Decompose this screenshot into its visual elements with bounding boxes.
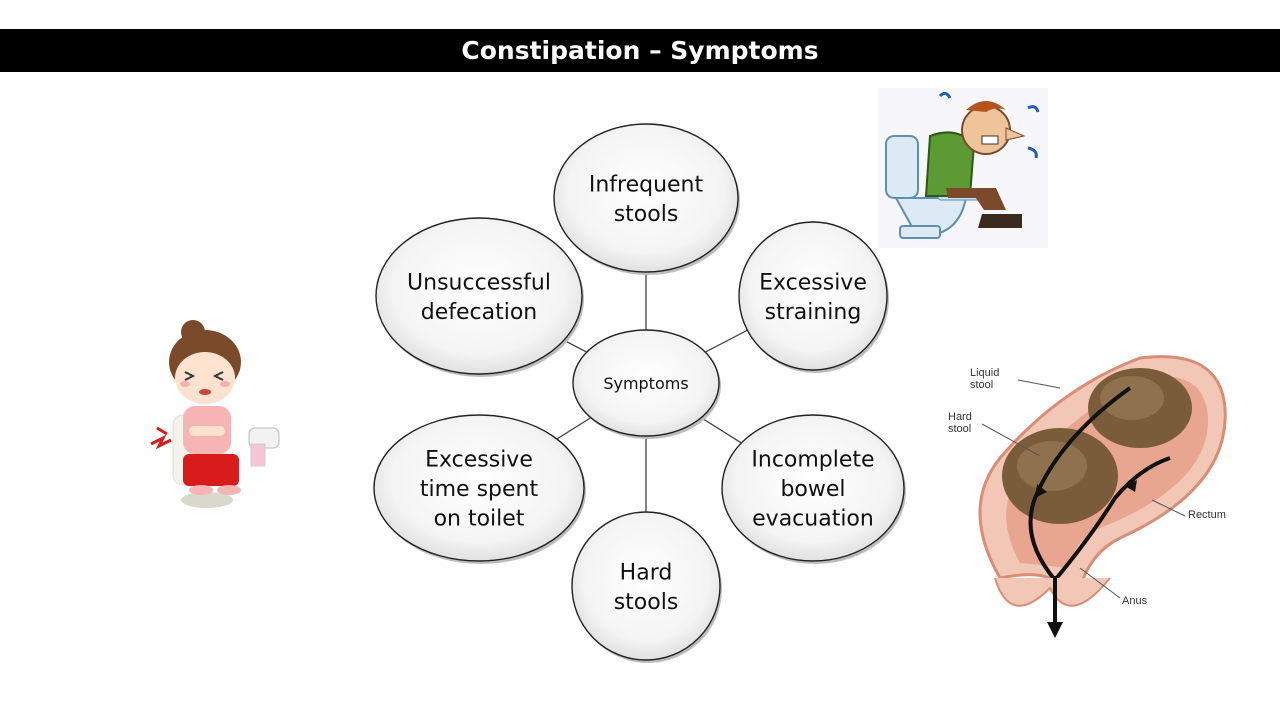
anatomy-label-anus: Anus xyxy=(1122,595,1148,607)
anatomy-label-rectum: Rectum xyxy=(1188,509,1226,521)
page-title: Constipation – Symptoms xyxy=(461,36,819,65)
center-node: Symptoms xyxy=(572,329,721,439)
symptom-node-shape xyxy=(373,414,585,562)
straining-man-illustration xyxy=(878,88,1048,248)
center-node-shape xyxy=(572,329,720,437)
symptom-node-shape xyxy=(375,217,583,375)
symptom-node-shape xyxy=(571,511,721,661)
symptom-node-shape xyxy=(738,221,888,371)
center-label: Symptoms xyxy=(603,374,688,393)
symptom-node-shape xyxy=(553,123,739,273)
girl-on-toilet-illustration xyxy=(150,320,280,508)
symptom-node-shape xyxy=(721,414,905,562)
title-bar: Constipation – Symptoms xyxy=(0,29,1280,72)
